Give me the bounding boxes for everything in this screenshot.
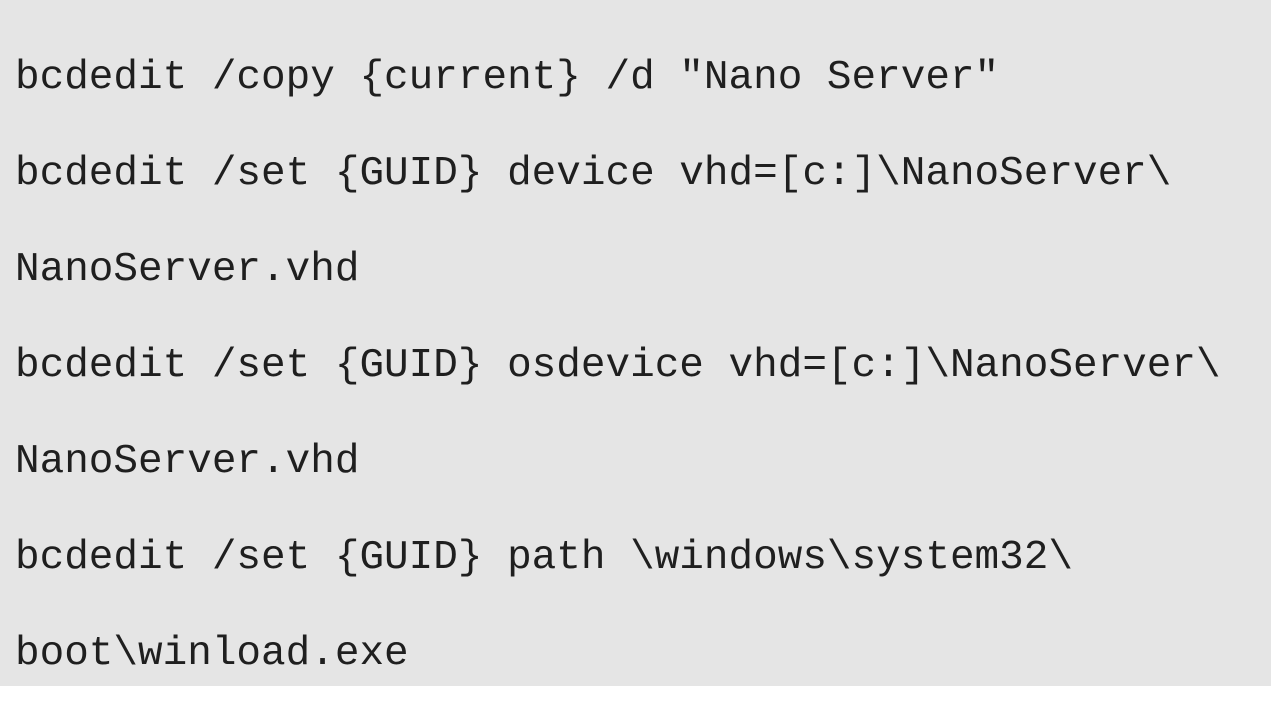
code-line-set-device: bcdedit /set {GUID} device vhd=[c:]\Nano…	[15, 151, 1172, 197]
code-line-device-vhd-path: NanoServer.vhd	[15, 247, 360, 293]
code-line-winload-path: boot\winload.exe	[15, 631, 409, 677]
code-line-set-path: bcdedit /set {GUID} path \windows\system…	[15, 535, 1073, 581]
code-line-set-osdevice: bcdedit /set {GUID} osdevice vhd=[c:]\Na…	[15, 343, 1221, 389]
code-line-osdevice-vhd-path: NanoServer.vhd	[15, 439, 360, 485]
code-line-copy-current: bcdedit /copy {current} /d "Nano Server"	[15, 55, 1000, 101]
code-block: bcdedit /copy {current} /d "Nano Server"…	[0, 0, 1271, 686]
